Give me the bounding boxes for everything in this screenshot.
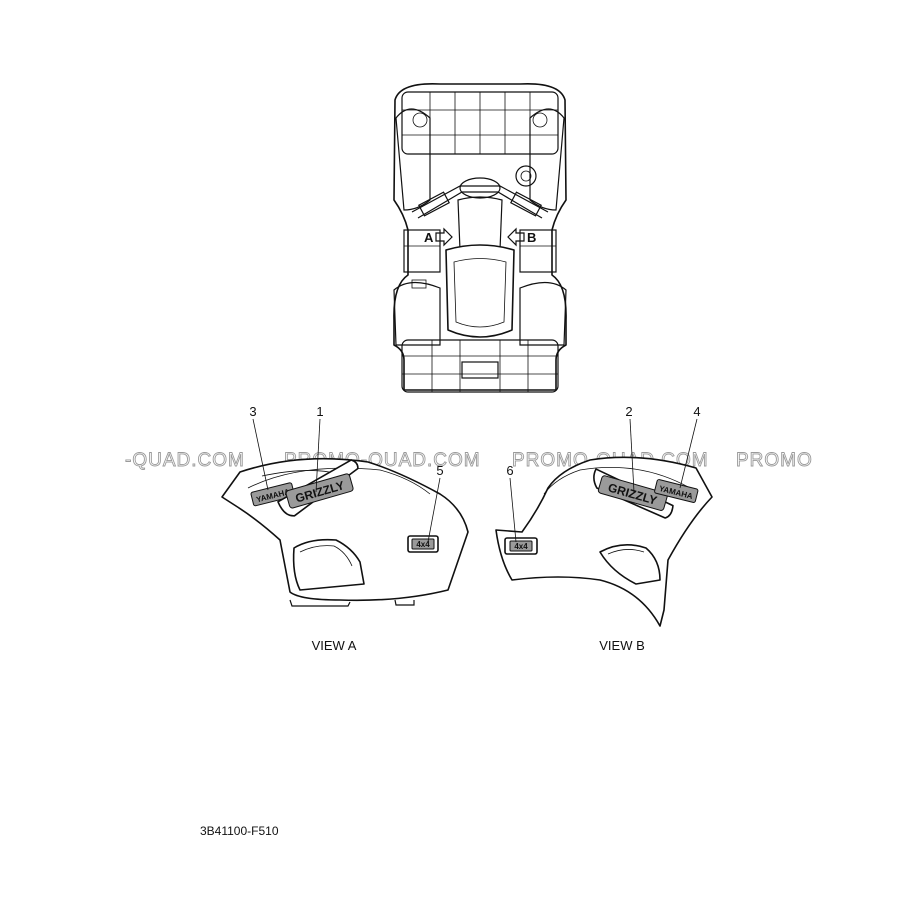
drive-text: 4x4: [514, 542, 528, 551]
decal-drive-b: 4x4: [504, 537, 538, 555]
callout-3: 3: [249, 404, 256, 419]
callout-5: 5: [436, 463, 443, 478]
callout-4: 4: [693, 404, 700, 419]
callout-6: 6: [506, 463, 513, 478]
watermark: -QUAD.COM PROMO-QUAD.COM PROMO-QUAD.COM …: [125, 450, 813, 472]
arrow-label-a: A: [424, 230, 434, 245]
drive-text: 4x4: [416, 540, 430, 549]
diagram-code: 3B41100-F510: [200, 824, 279, 838]
side-cover-view-b: GRIZZLY YAMAHA 4x4: [495, 456, 713, 627]
watermark-text: PROMO: [736, 450, 813, 471]
arrow-label-b: B: [527, 230, 536, 245]
view-a-caption: VIEW A: [312, 638, 357, 653]
atv-top-view: A B: [393, 83, 567, 393]
leader-lines: [252, 418, 698, 543]
watermark-text: -QUAD.COM: [125, 450, 245, 471]
side-cover-view-a: YAMAHA GRIZZLY 4x4: [221, 457, 469, 607]
decal-drive-a: 4x4: [407, 535, 439, 553]
callout-2: 2: [625, 404, 632, 419]
view-b-caption: VIEW B: [599, 638, 645, 653]
callout-1: 1: [316, 404, 323, 419]
